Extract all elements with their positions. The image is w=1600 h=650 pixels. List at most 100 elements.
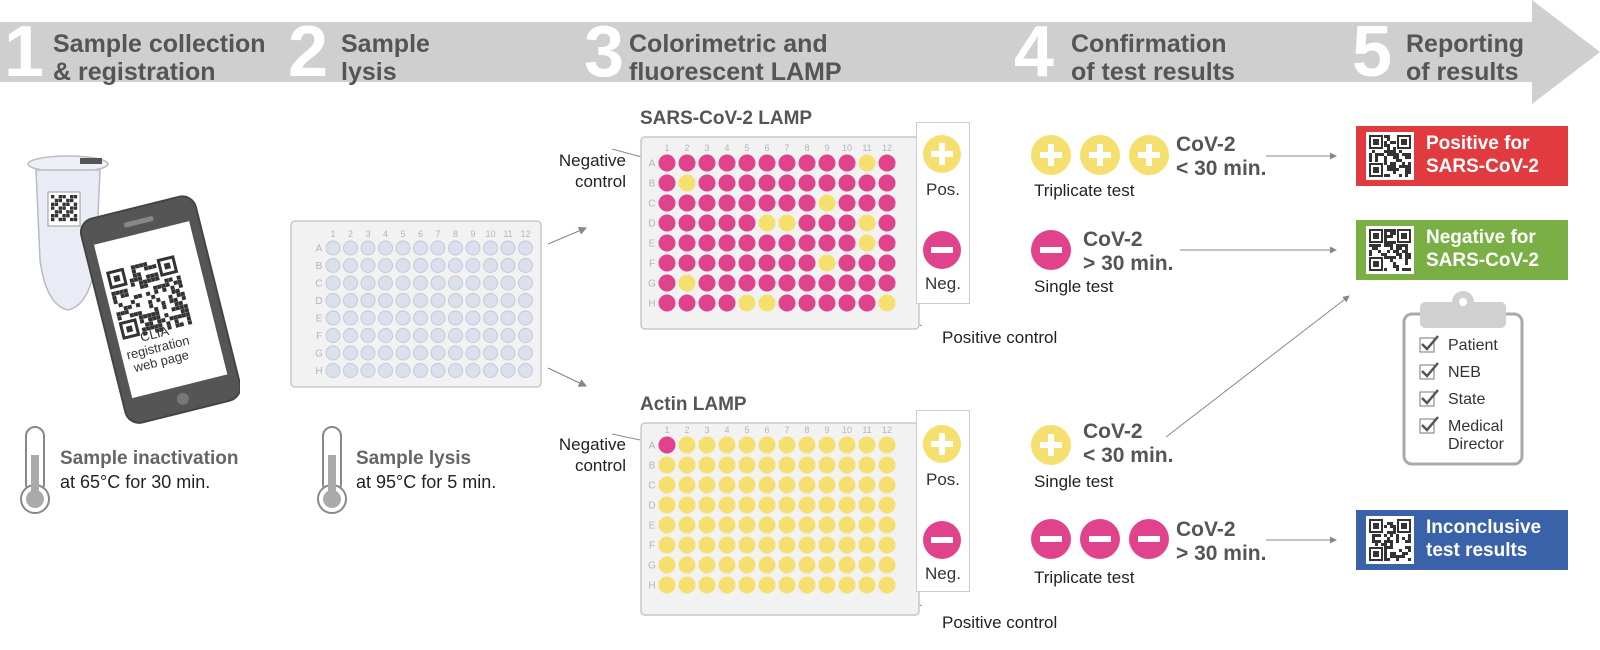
triplicate-negative-icons — [1031, 519, 1169, 559]
qr-module — [1396, 558, 1399, 561]
tube-qr-code — [51, 195, 78, 222]
plate-well — [483, 345, 498, 361]
plate-well — [818, 154, 836, 172]
qr-module — [137, 310, 143, 316]
plate-well — [798, 516, 816, 534]
qr-module — [1405, 552, 1408, 555]
plate-well — [838, 436, 856, 454]
plate-row-label: A — [649, 159, 656, 170]
plate-well — [738, 536, 756, 554]
qr-module — [1387, 522, 1390, 525]
qr-module — [135, 302, 141, 308]
qr-module — [62, 214, 66, 218]
plate-well — [413, 310, 428, 326]
qr-code-icon — [1366, 516, 1414, 564]
plate-well — [448, 328, 463, 343]
qr-module — [1399, 174, 1402, 177]
step-2-number: 2 — [288, 12, 329, 92]
plate-row-label: D — [648, 219, 655, 230]
plate-well — [378, 258, 393, 273]
qr-module — [1390, 256, 1393, 259]
qr-module — [1387, 244, 1390, 247]
plate-well — [343, 240, 358, 256]
step-1-title: Sample collection & registration — [53, 30, 266, 86]
plate-well — [878, 556, 896, 574]
plate-well — [778, 234, 796, 252]
plate-well — [658, 234, 676, 252]
plate-well — [738, 556, 756, 574]
qr-module — [1378, 534, 1381, 537]
qr-module — [1393, 265, 1396, 268]
qr-module — [1387, 241, 1390, 244]
plate-well — [500, 240, 516, 256]
plate-col-label: 7 — [435, 229, 440, 239]
qr-module — [1387, 558, 1390, 561]
qr-module — [1387, 235, 1390, 238]
minus-icon — [923, 231, 961, 269]
qr-module — [1384, 244, 1387, 247]
qr-module — [1405, 256, 1408, 259]
qr-module — [180, 308, 186, 314]
plate-well — [758, 234, 776, 252]
plate-well — [858, 234, 876, 252]
qr-module — [1393, 256, 1396, 259]
plate-well — [360, 293, 376, 308]
plate-well — [430, 258, 446, 273]
plate-well — [678, 576, 696, 594]
qr-module — [1372, 540, 1375, 543]
plate-well — [798, 234, 816, 252]
plate-well — [678, 254, 696, 272]
plate-row-label: A — [316, 244, 323, 255]
qr-module — [156, 318, 162, 324]
qr-module — [1405, 268, 1408, 271]
plate-col-label: 12 — [882, 425, 892, 435]
plate-well — [878, 496, 896, 514]
plate-well — [678, 516, 696, 534]
plate-well — [858, 154, 876, 172]
qr-finder-core — [1373, 261, 1379, 267]
plate-col-label: 11 — [503, 229, 512, 239]
plate-col-label: 2 — [684, 425, 689, 435]
plus-icon — [1031, 425, 1071, 465]
plate-col-label: 12 — [882, 143, 892, 153]
qr-module — [70, 198, 74, 203]
qr-module — [1387, 229, 1390, 232]
qr-module — [1399, 549, 1402, 552]
plate-well — [448, 345, 463, 361]
plate-well — [718, 516, 736, 534]
plate-well — [500, 310, 516, 326]
plate-well — [758, 214, 776, 232]
plate-well — [698, 576, 716, 594]
plate-col-label: 2 — [684, 143, 689, 153]
plate-well — [838, 174, 856, 192]
plate-well — [838, 496, 856, 514]
qr-module — [1384, 555, 1387, 558]
minus-icon — [1031, 230, 1071, 270]
qr-module — [149, 325, 155, 330]
qr-module — [153, 306, 159, 312]
plate-well — [778, 576, 796, 594]
plate-well — [395, 293, 411, 308]
plate-col-label: 8 — [804, 425, 809, 435]
qr-module — [1384, 162, 1387, 165]
report-negative-text: Negative for SARS-CoV-2 — [1426, 227, 1539, 271]
plate-well — [413, 345, 428, 361]
plate-well — [718, 234, 736, 252]
qr-module — [169, 298, 174, 304]
qr-module — [66, 210, 70, 214]
plus-icon — [1080, 135, 1120, 175]
clipboard-item-state: State — [1448, 391, 1486, 408]
plate-well — [838, 516, 856, 534]
qr-module — [178, 300, 184, 306]
qr-module — [1390, 543, 1393, 546]
qr-module — [134, 263, 140, 269]
plate-well — [678, 294, 696, 312]
plate-col-label: 5 — [744, 143, 749, 153]
qr-module — [139, 284, 145, 290]
qr-module — [1393, 232, 1396, 235]
plate-well — [858, 174, 876, 192]
qr-module — [174, 301, 180, 307]
plate-well — [465, 310, 481, 326]
qr-module — [162, 304, 167, 310]
